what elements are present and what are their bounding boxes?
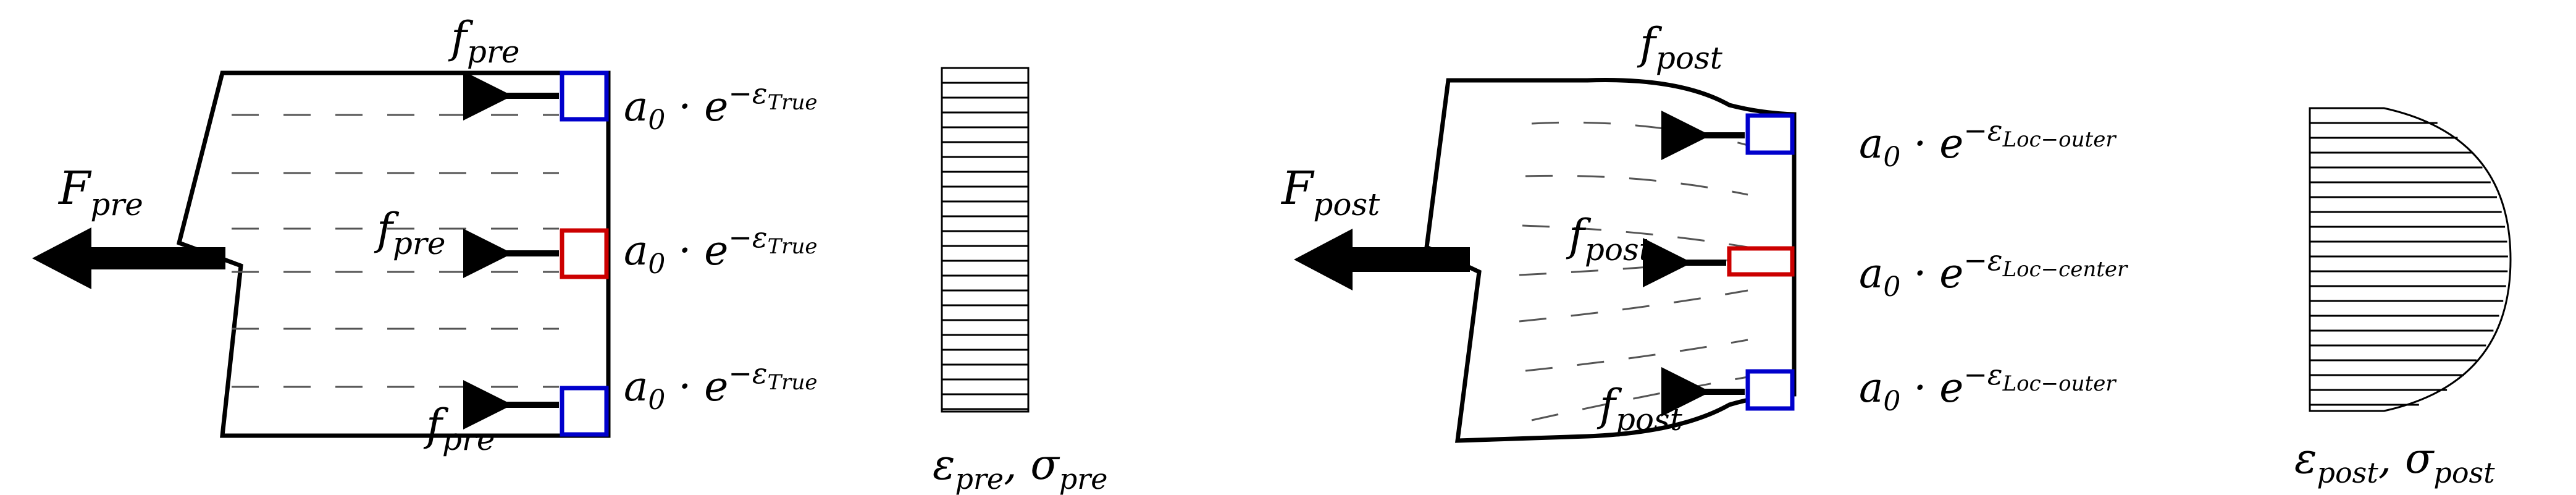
post-bottom-element: [1745, 369, 1795, 411]
pre-center-element-label: a0 · e−εTrue: [624, 221, 818, 280]
pre-center-element: [560, 228, 609, 279]
pre-top-force-label: fpre: [448, 12, 519, 70]
post-top-element-label: a0 · e−εLoc−outer: [1859, 114, 2117, 173]
post-necking-panel: Fpost fpost fpost fpost a0 · e−εLoc−oute…: [1280, 19, 2512, 489]
pre-necking-panel: Fpre fpre fpre fpre a0 · e−εTrue a0 · e−…: [32, 12, 1108, 495]
post-fiber-lines: [1519, 121, 1748, 421]
post-center-element-label: a0 · e−εLoc−center: [1859, 243, 2128, 303]
pre-fiber-lines: [232, 114, 559, 388]
pre-local-force-arrows: [463, 71, 559, 429]
post-top-element: [1745, 113, 1795, 155]
pre-bottom-element-label: a0 · e−εTrue: [624, 357, 818, 416]
post-local-force-arrows: [1643, 111, 1745, 417]
post-stress-label: εpost, σpost: [2294, 434, 2495, 489]
post-stress-profile: [2309, 107, 2512, 412]
pre-top-element: [560, 70, 609, 122]
pre-bottom-element: [560, 386, 609, 437]
post-bottom-force-label: fpost: [1596, 380, 1683, 438]
post-center-force-label: fpost: [1566, 210, 1652, 268]
pre-center-force-label: fpre: [374, 204, 445, 261]
post-center-element: [1727, 246, 1795, 277]
pre-stress-label: εpre, σpre: [933, 441, 1108, 495]
pre-top-element-label: a0 · e−εTrue: [624, 77, 818, 136]
post-applied-force-label: Fpost: [1280, 162, 1380, 222]
post-top-force-label: fpost: [1637, 19, 1723, 76]
post-bottom-element-label: a0 · e−εLoc−outer: [1859, 358, 2117, 417]
pre-applied-force-label: Fpre: [57, 162, 143, 222]
pre-stress-profile: [941, 67, 1030, 413]
pre-applied-force-arrow: [32, 227, 225, 289]
pre-bottom-force-label: fpre: [423, 400, 495, 457]
post-applied-force-arrow: [1294, 229, 1470, 290]
